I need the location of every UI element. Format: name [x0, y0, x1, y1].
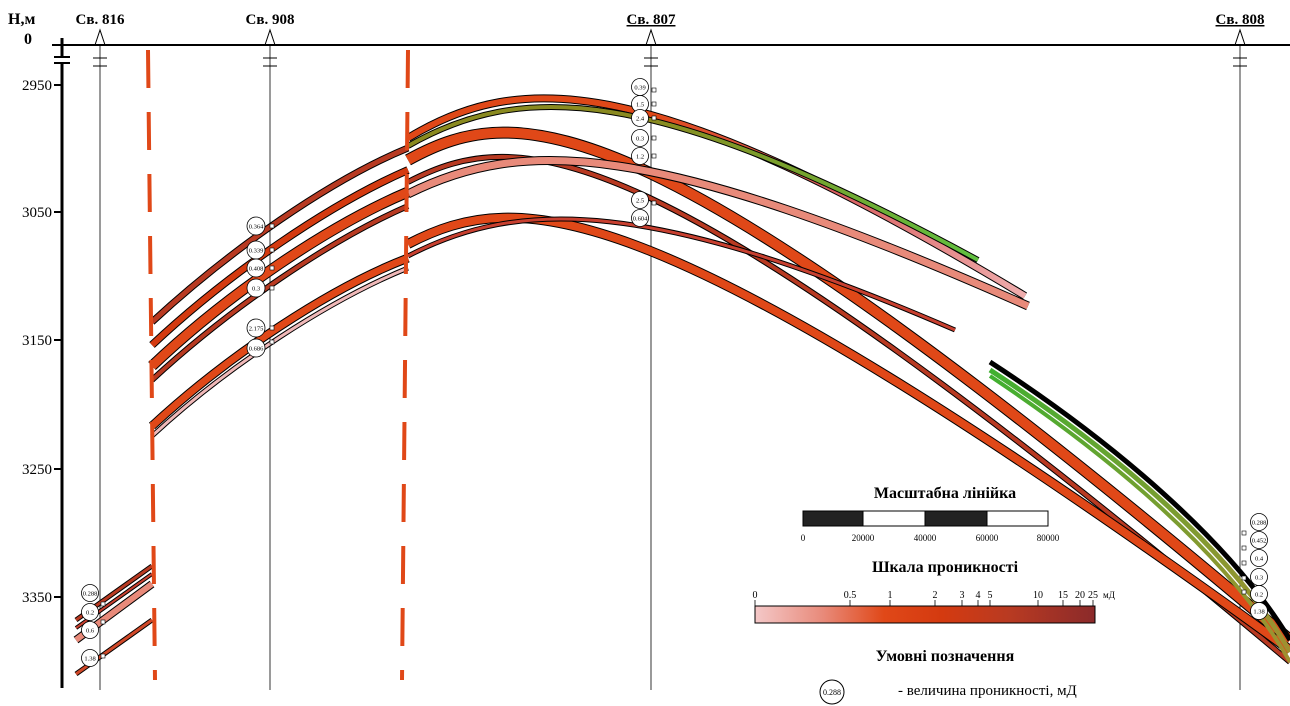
fault-left: [146, 49, 157, 681]
fault-right: [400, 49, 410, 681]
permeability-marker: [246, 278, 266, 298]
permeability-value: 0.604: [633, 216, 648, 223]
permeability-marker: [631, 109, 649, 127]
well-symbol: [264, 28, 276, 46]
axis-zero-label: 0: [24, 31, 32, 48]
permeability-value: 0.3: [1255, 575, 1263, 582]
permeability-value: 0.6: [86, 628, 95, 635]
well-symbol: [645, 28, 657, 46]
scale-tick-label: 40000: [914, 533, 937, 543]
permeability-markers: 0.364 0.339 0.408 0.3 2.175 0.686 0.39 1.5 2.4 0.…: [81, 78, 1268, 667]
permeability-value: 0.288: [1252, 520, 1267, 527]
legend-title: Умовні позначення: [876, 648, 1015, 665]
permeability-marker: [631, 129, 649, 147]
permeability-marker: [1250, 602, 1268, 620]
depth-tick-label: 2950: [22, 78, 52, 94]
perm-unit-label: мД: [1103, 590, 1115, 600]
depth-axis: 2950 3050 3150 3250 3350: [22, 38, 70, 688]
permeability-marker: [246, 216, 266, 236]
permeability-value: 0.686: [249, 346, 264, 353]
permeability-marker: [246, 318, 266, 338]
permeability-value: 2.5: [636, 198, 644, 205]
permeability-value: 0.3: [636, 136, 644, 143]
perm-tick-label: 4: [976, 590, 981, 601]
permeability-value: 2.175: [249, 326, 264, 333]
permeability-value: 1.38: [84, 656, 95, 663]
legend-description: - величина проникності, мД: [898, 683, 1077, 699]
perm-tick-label: 25: [1088, 590, 1098, 601]
depth-tick-label: 3350: [22, 590, 52, 606]
permeability-value: 0.452: [1252, 538, 1267, 545]
scale-tick-label: 60000: [976, 533, 999, 543]
legend-marker-value: 0.288: [823, 688, 841, 697]
depth-tick-label: 3050: [22, 205, 52, 221]
scale-bar-title: Масштабна лінійка: [874, 485, 1016, 502]
permeability-marker: [631, 191, 649, 209]
permeability-marker: [81, 649, 99, 667]
permeability-value: 0.288: [83, 591, 98, 598]
perm-tick-label: 5: [988, 590, 993, 601]
perm-tick-label: 2: [933, 590, 938, 601]
permeability-marker: [246, 258, 266, 278]
well-symbol: [94, 28, 106, 46]
permeability-value: 2.4: [636, 116, 645, 123]
perm-tick-label: 15: [1058, 590, 1068, 601]
faults: [146, 49, 410, 681]
scale-tick-label: 20000: [852, 533, 875, 543]
permeability-marker: [631, 209, 649, 227]
permeability-value: 0.408: [249, 266, 264, 273]
scale-bar: Масштабна лінійка 0 20000 40000 60000 80000: [801, 485, 1060, 543]
depth-tick-label: 3250: [22, 462, 52, 478]
well-name: Св. 816: [76, 12, 125, 28]
perm-color-bar: [754, 605, 1096, 624]
perm-tick-label: 0.5: [844, 590, 857, 601]
wells: [93, 28, 1247, 690]
permeability-marker: [1250, 549, 1268, 567]
permeability-value: 0.4: [1255, 556, 1264, 563]
permeability-value: 0.39: [634, 85, 645, 92]
permeability-marker: [1250, 513, 1268, 531]
layer-bands: [73, 94, 1290, 677]
permeability-marker: [81, 603, 99, 621]
well-symbol: [1234, 28, 1246, 46]
permeability-value: 0.339: [249, 248, 264, 255]
perm-tick-label: 3: [960, 590, 965, 601]
permeability-value: 1.5: [636, 102, 644, 109]
permeability-value: 0.364: [249, 224, 264, 231]
permeability-marker: [81, 584, 99, 602]
scale-tick-label: 80000: [1037, 533, 1060, 543]
perm-tick-label: 10: [1033, 590, 1043, 601]
permeability-marker: [81, 621, 99, 639]
depth-tick-label: 3150: [22, 333, 52, 349]
legend-marker-circle: [819, 679, 845, 705]
perm-scale-title: Шкала проникності: [872, 559, 1019, 576]
well-name: Св. 807: [627, 12, 676, 28]
permeability-marker: [1250, 531, 1268, 549]
permeability-marker: [246, 338, 266, 358]
permeability-value: 1.38: [1253, 609, 1264, 616]
legend: Умовні позначення 0.288 - величина прони…: [819, 648, 1077, 705]
axis-label: Н,м: [8, 11, 35, 28]
permeability-value: 0.3: [252, 286, 260, 293]
perm-tick-label: 20: [1075, 590, 1085, 601]
well-name: Св. 808: [1216, 12, 1265, 28]
perm-tick-label: 0: [753, 590, 758, 601]
block-a: [405, 94, 1290, 665]
permeability-marker: [631, 147, 649, 165]
block-b: [148, 144, 411, 438]
perm-tick-label: 1: [888, 590, 893, 601]
well-headers: Св. 816 Св. 908 Св. 807 Св. 808: [76, 12, 1265, 28]
scale-tick-label: 0: [801, 533, 806, 543]
permeability-value: 1.2: [636, 154, 644, 161]
well-name: Св. 908: [246, 12, 295, 28]
permeability-value: 0.2: [1255, 592, 1263, 599]
permeability-value: 0.2: [86, 610, 94, 617]
